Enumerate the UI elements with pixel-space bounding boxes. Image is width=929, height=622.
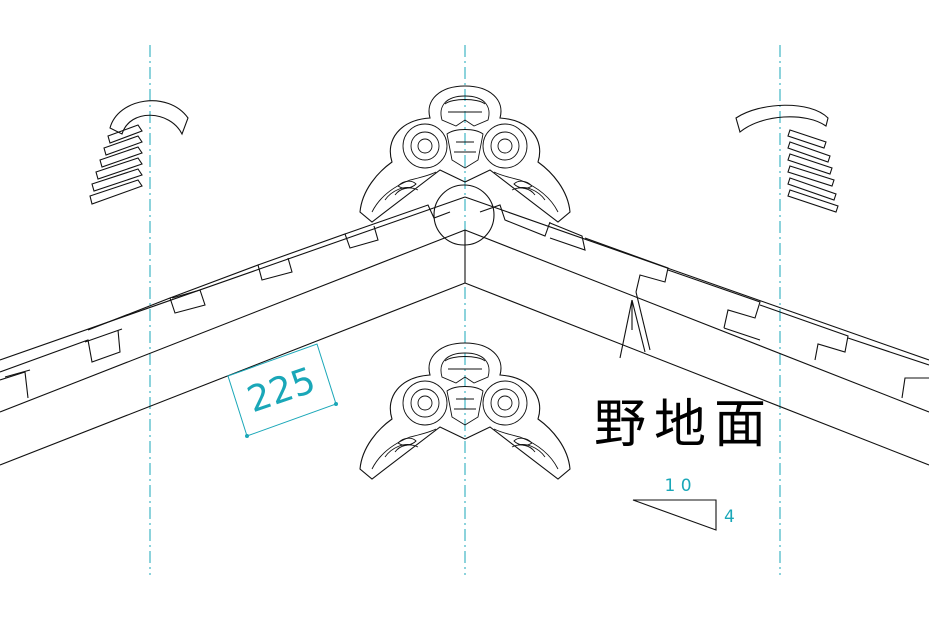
onigawara-upper: [359, 85, 571, 223]
slope-indicator: 1 0 4: [632, 476, 735, 531]
roof-tiles-right: [479, 204, 929, 399]
ridge-ball: [433, 184, 495, 246]
slope-run: 1 0: [664, 476, 691, 496]
dimension-225: 225: [227, 343, 338, 438]
surface-label: 野地面: [594, 395, 774, 455]
slope-rise: 4: [724, 507, 735, 527]
left-tile-detail: [89, 100, 189, 205]
onigawara-lower: [359, 342, 571, 480]
surface-leader: [619, 299, 646, 359]
right-tile-detail: [735, 104, 839, 213]
roof-slope-lines: [0, 196, 929, 466]
dimension-value: 225: [242, 360, 320, 421]
roof-tiles-left: [0, 204, 451, 399]
